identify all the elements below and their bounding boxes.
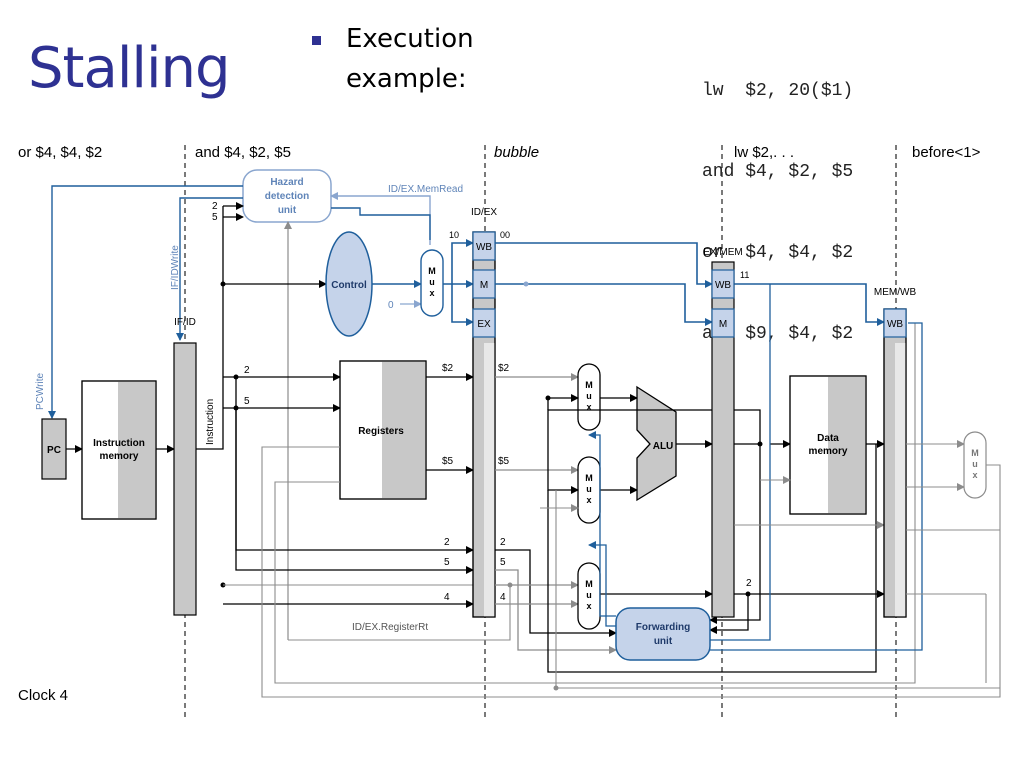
mux-glyph: M: [585, 380, 593, 390]
writeback-mux: M u x: [963, 431, 987, 499]
pcwrite-label: PCWrite: [35, 373, 46, 410]
stage-label-mem: lw $2,. . .: [734, 144, 794, 161]
alu: ALU: [636, 385, 677, 502]
mux-glyph: x: [586, 402, 591, 412]
id-ex-label: ID/EX: [471, 207, 497, 218]
rt-label: 5: [244, 396, 250, 407]
idex-rd-label: 4: [444, 592, 450, 603]
mux-glyph: x: [586, 601, 591, 611]
alu-label: ALU: [653, 441, 674, 452]
stage-label-ex: bubble: [494, 144, 539, 161]
exmem-m-label: M: [719, 319, 727, 330]
stage-label-wb: before<1>: [912, 144, 981, 161]
ex-mem-pipeline-register: WB M EX/MEM: [703, 247, 743, 618]
mux-glyph: M: [971, 448, 979, 458]
mux-glyph: u: [586, 484, 592, 494]
register-file: Registers: [339, 360, 427, 500]
idex-ex-label: EX: [477, 319, 491, 330]
memwb-wb-label: WB: [887, 319, 903, 330]
stage-label-if: or $4, $4, $2: [18, 144, 102, 161]
bullet-square-icon: [312, 36, 321, 45]
idex-m-label: M: [480, 280, 488, 291]
dmem-label: Data: [817, 433, 839, 444]
rs-label: 2: [244, 365, 250, 376]
control-mux: M u x: [420, 249, 444, 317]
mux-glyph: u: [586, 590, 592, 600]
idex-out-rd: 4: [500, 592, 506, 603]
idex-s2-label: $2: [498, 363, 510, 374]
hazard-label: Hazard: [270, 177, 303, 188]
mux-glyph: u: [972, 459, 978, 469]
hazard-input-5: 5: [212, 212, 218, 223]
alu-mux-a: M u x: [577, 363, 601, 431]
idex-rt-label: 5: [444, 557, 450, 568]
slide-title: Stalling: [28, 36, 231, 101]
alu-mux-b: M u x: [577, 456, 601, 524]
mux-glyph: x: [972, 470, 977, 480]
forwarding-label: Forwarding: [636, 622, 690, 633]
idex-rs-label: 2: [444, 537, 450, 548]
registers-label: Registers: [358, 426, 404, 437]
idex-wb-label: WB: [476, 242, 492, 253]
mux-glyph: M: [585, 579, 593, 589]
bullet-text-line2: example:: [346, 64, 467, 94]
hazard-detection-unit: Hazard detection unit: [242, 169, 332, 223]
exmem-wb-label: WB: [715, 280, 731, 291]
clock-label: Clock 4: [18, 687, 68, 704]
pc-register: PC: [41, 418, 67, 480]
idex-out-rs: 2: [500, 537, 506, 548]
mem-wb-pipeline-register: WB MEM/WB: [874, 287, 917, 618]
pc-label: PC: [47, 445, 61, 456]
code-line: lw $2, 20($1): [702, 81, 854, 101]
imem-label: memory: [100, 451, 139, 462]
forwarding-unit: Forwarding unit: [615, 607, 711, 661]
data-memory: Data memory: [789, 375, 867, 515]
forwarding-label: unit: [654, 636, 673, 647]
instruction-memory: Instruction memory: [81, 380, 157, 520]
code-line: or $4, $4, $2: [702, 243, 854, 263]
ex-mem-label: EX/MEM: [703, 247, 742, 258]
mux-glyph: x: [429, 288, 434, 298]
instruction-label: Instruction: [205, 399, 216, 445]
idex-out-rt: 5: [500, 557, 506, 568]
id-ex-memread-label: ID/EX.MemRead: [388, 184, 463, 195]
mux-glyph: M: [428, 266, 436, 276]
dmem-label: memory: [809, 446, 848, 457]
mux-glyph: u: [586, 391, 592, 401]
wb-bits-label: 10: [449, 230, 459, 240]
zero-label: 0: [388, 300, 394, 311]
bullet-text-line1: Execution: [346, 24, 474, 54]
idex-s5-label: $5: [498, 456, 510, 467]
mux-glyph: x: [586, 495, 591, 505]
stage-dividers: [184, 145, 897, 720]
code-listing: lw $2, 20($1) and $4, $2, $5 or $4, $4, …: [702, 24, 853, 375]
stage-label-id: and $4, $2, $5: [195, 144, 291, 161]
if-idwrite-label: IF/IDWrite: [170, 245, 181, 290]
if-id-label: IF/ID: [174, 317, 196, 328]
reg-s5-label: $5: [442, 456, 454, 467]
mem-wb-label: MEM/WB: [874, 287, 917, 298]
mux-glyph: M: [585, 473, 593, 483]
id-ex-registerrt-label: ID/EX.RegisterRt: [352, 622, 428, 633]
imem-label: Instruction: [93, 438, 145, 449]
hazard-label: unit: [278, 205, 297, 216]
reg-s2-label: $2: [442, 363, 454, 374]
mux-glyph: u: [429, 277, 435, 287]
exmem-rd-label: 2: [746, 578, 752, 589]
if-id-pipeline-register: IF/ID: [173, 317, 197, 616]
code-line: and $4, $2, $5: [702, 162, 854, 182]
hazard-input-2: 2: [212, 201, 218, 212]
control-unit: Control: [325, 231, 373, 337]
regdst-mux: M u x: [577, 562, 601, 630]
hazard-label: detection: [265, 191, 309, 202]
exmem-wb-value: 11: [740, 270, 749, 280]
idex-wb-value: 00: [500, 230, 510, 240]
id-ex-pipeline-register: WB M EX ID/EX: [471, 207, 497, 618]
control-label: Control: [331, 280, 367, 291]
